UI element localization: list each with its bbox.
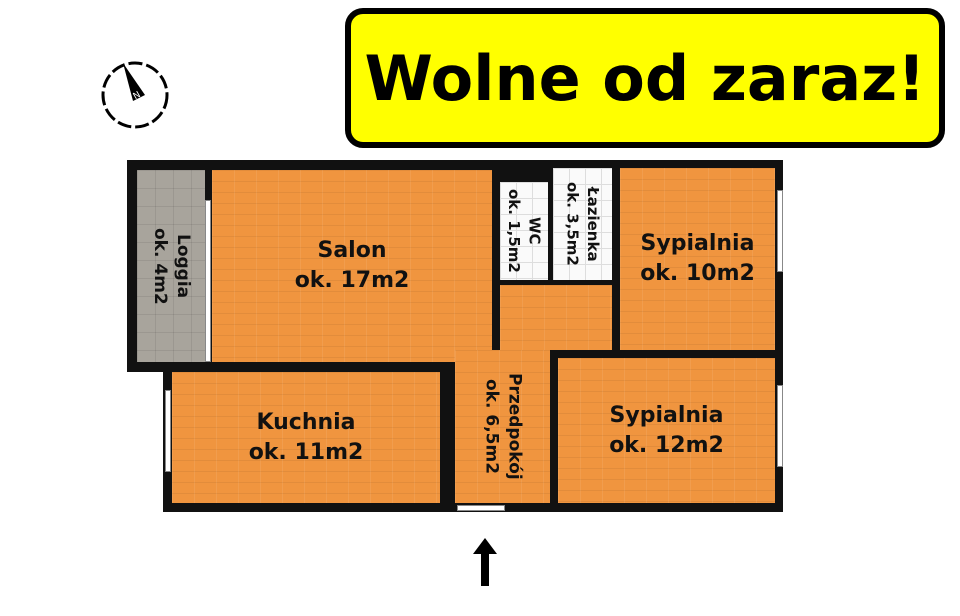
banner: Wolne od zaraz! <box>345 8 945 148</box>
entrance-arrow-icon <box>473 538 497 586</box>
compass-icon: N <box>101 61 169 129</box>
compass-label: N <box>132 90 143 102</box>
hall-upper <box>500 285 612 350</box>
banner-text: Wolne od zaraz! <box>364 41 926 115</box>
